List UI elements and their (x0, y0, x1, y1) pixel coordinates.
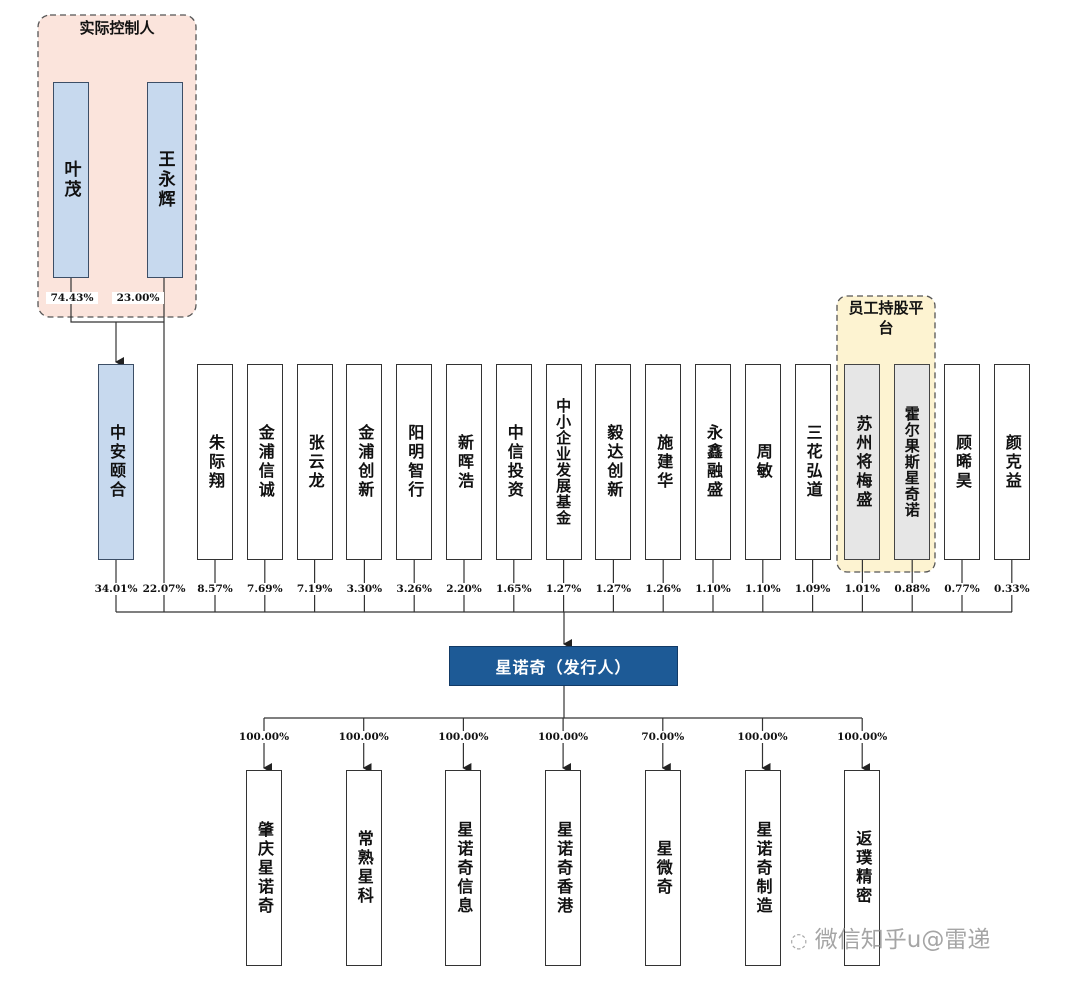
shareholder-box: 金浦信诚 (246, 364, 283, 560)
shareholder-box: 中小企业发展基金 (545, 364, 582, 560)
subsidiary-pct: 100.00% (734, 731, 791, 743)
shareholder-pct: 1.27% (589, 583, 638, 595)
shareholder-box: 三花弘道 (794, 364, 831, 560)
subsidiary-box: 星诺奇信息 (445, 770, 482, 966)
shareholder-pct: 8.57% (191, 583, 239, 595)
subsidiary-pct: 100.00% (335, 731, 392, 743)
subsidiary-box: 星诺奇香港 (545, 770, 582, 966)
shareholder-pct: 1.10% (689, 583, 737, 595)
shareholder-pct: 7.19% (290, 583, 339, 595)
subsidiary-box: 星微奇 (644, 770, 681, 966)
subsidiary-pct: 100.00% (236, 731, 292, 743)
shareholder-box: 顾晞昊 (944, 364, 980, 560)
shareholder-pct: 1.27% (539, 583, 588, 595)
shareholder-pct: 3.26% (390, 583, 439, 595)
controller-ye-mao: 叶茂 (53, 82, 89, 278)
shareholder-pct: 0.77% (938, 583, 986, 595)
shareholder-box: 苏州将梅盛 (844, 364, 881, 560)
shareholder-pct: 1.09% (788, 583, 837, 595)
subsidiary-pct: 100.00% (535, 731, 592, 743)
controller-wang-yonghui: 王永辉 (147, 82, 183, 278)
subsidiary-box: 肇庆星诺奇 (246, 770, 282, 966)
shareholder-box: 中信投资 (495, 364, 532, 560)
shareholder-pct: 1.65% (489, 583, 538, 595)
shareholder-pct: 0.88% (888, 583, 937, 595)
shareholder-pct: 0.33% (987, 583, 1036, 595)
subsidiary-pct: 70.00% (634, 731, 691, 743)
shareholder-pct: 34.01% (92, 583, 140, 595)
shareholder-box: 永鑫融盛 (695, 364, 731, 560)
shareholder-pct: 7.69% (240, 583, 289, 595)
wechat-icon: ◌ (790, 928, 808, 952)
controller-pct-ye-mao: 74.43% (46, 292, 98, 304)
watermark: ◌ 微信知乎u@雷递 (790, 920, 1060, 960)
shareholder-box: 新晖浩 (446, 364, 482, 560)
shareholder-box: 周敏 (744, 364, 781, 560)
watermark-text: 微信知乎u@雷递 (814, 927, 991, 953)
shareholder-box: 颜克益 (993, 364, 1030, 560)
issuer-box: 星诺奇（发行人） (449, 646, 678, 686)
controller-pct-wang-yonghui: 23.00% (112, 292, 164, 304)
shareholder-pct: 1.26% (639, 583, 688, 595)
subsidiary-pct: 100.00% (834, 731, 891, 743)
subsidiary-pct: 100.00% (435, 731, 492, 743)
shareholder-pct: 22.07% (140, 583, 188, 595)
shareholder-pct: 1.01% (838, 583, 887, 595)
shareholder-zhongan-yihe: 中安颐合 (98, 364, 134, 560)
shareholder-box: 阳明智行 (396, 364, 433, 560)
shareholder-pct: 2.20% (440, 583, 488, 595)
subsidiary-box: 返璞精密 (844, 770, 881, 966)
shareholder-box: 霍尔果斯星奇诺 (894, 364, 931, 560)
shareholder-box: 朱际翔 (197, 364, 233, 560)
subsidiary-box: 常熟星科 (345, 770, 382, 966)
shareholder-box: 金浦创新 (346, 364, 383, 560)
esop-group-title: 员工持股平台 (848, 299, 924, 337)
subsidiary-box: 星诺奇制造 (744, 770, 781, 966)
controller-group-title: 实际控制人 (79, 19, 155, 37)
shareholder-box: 施建华 (645, 364, 682, 560)
shareholder-pct: 1.10% (738, 583, 787, 595)
shareholder-pct: 3.30% (340, 583, 389, 595)
shareholder-box: 张云龙 (296, 364, 333, 560)
shareholder-box: 毅达创新 (595, 364, 632, 560)
